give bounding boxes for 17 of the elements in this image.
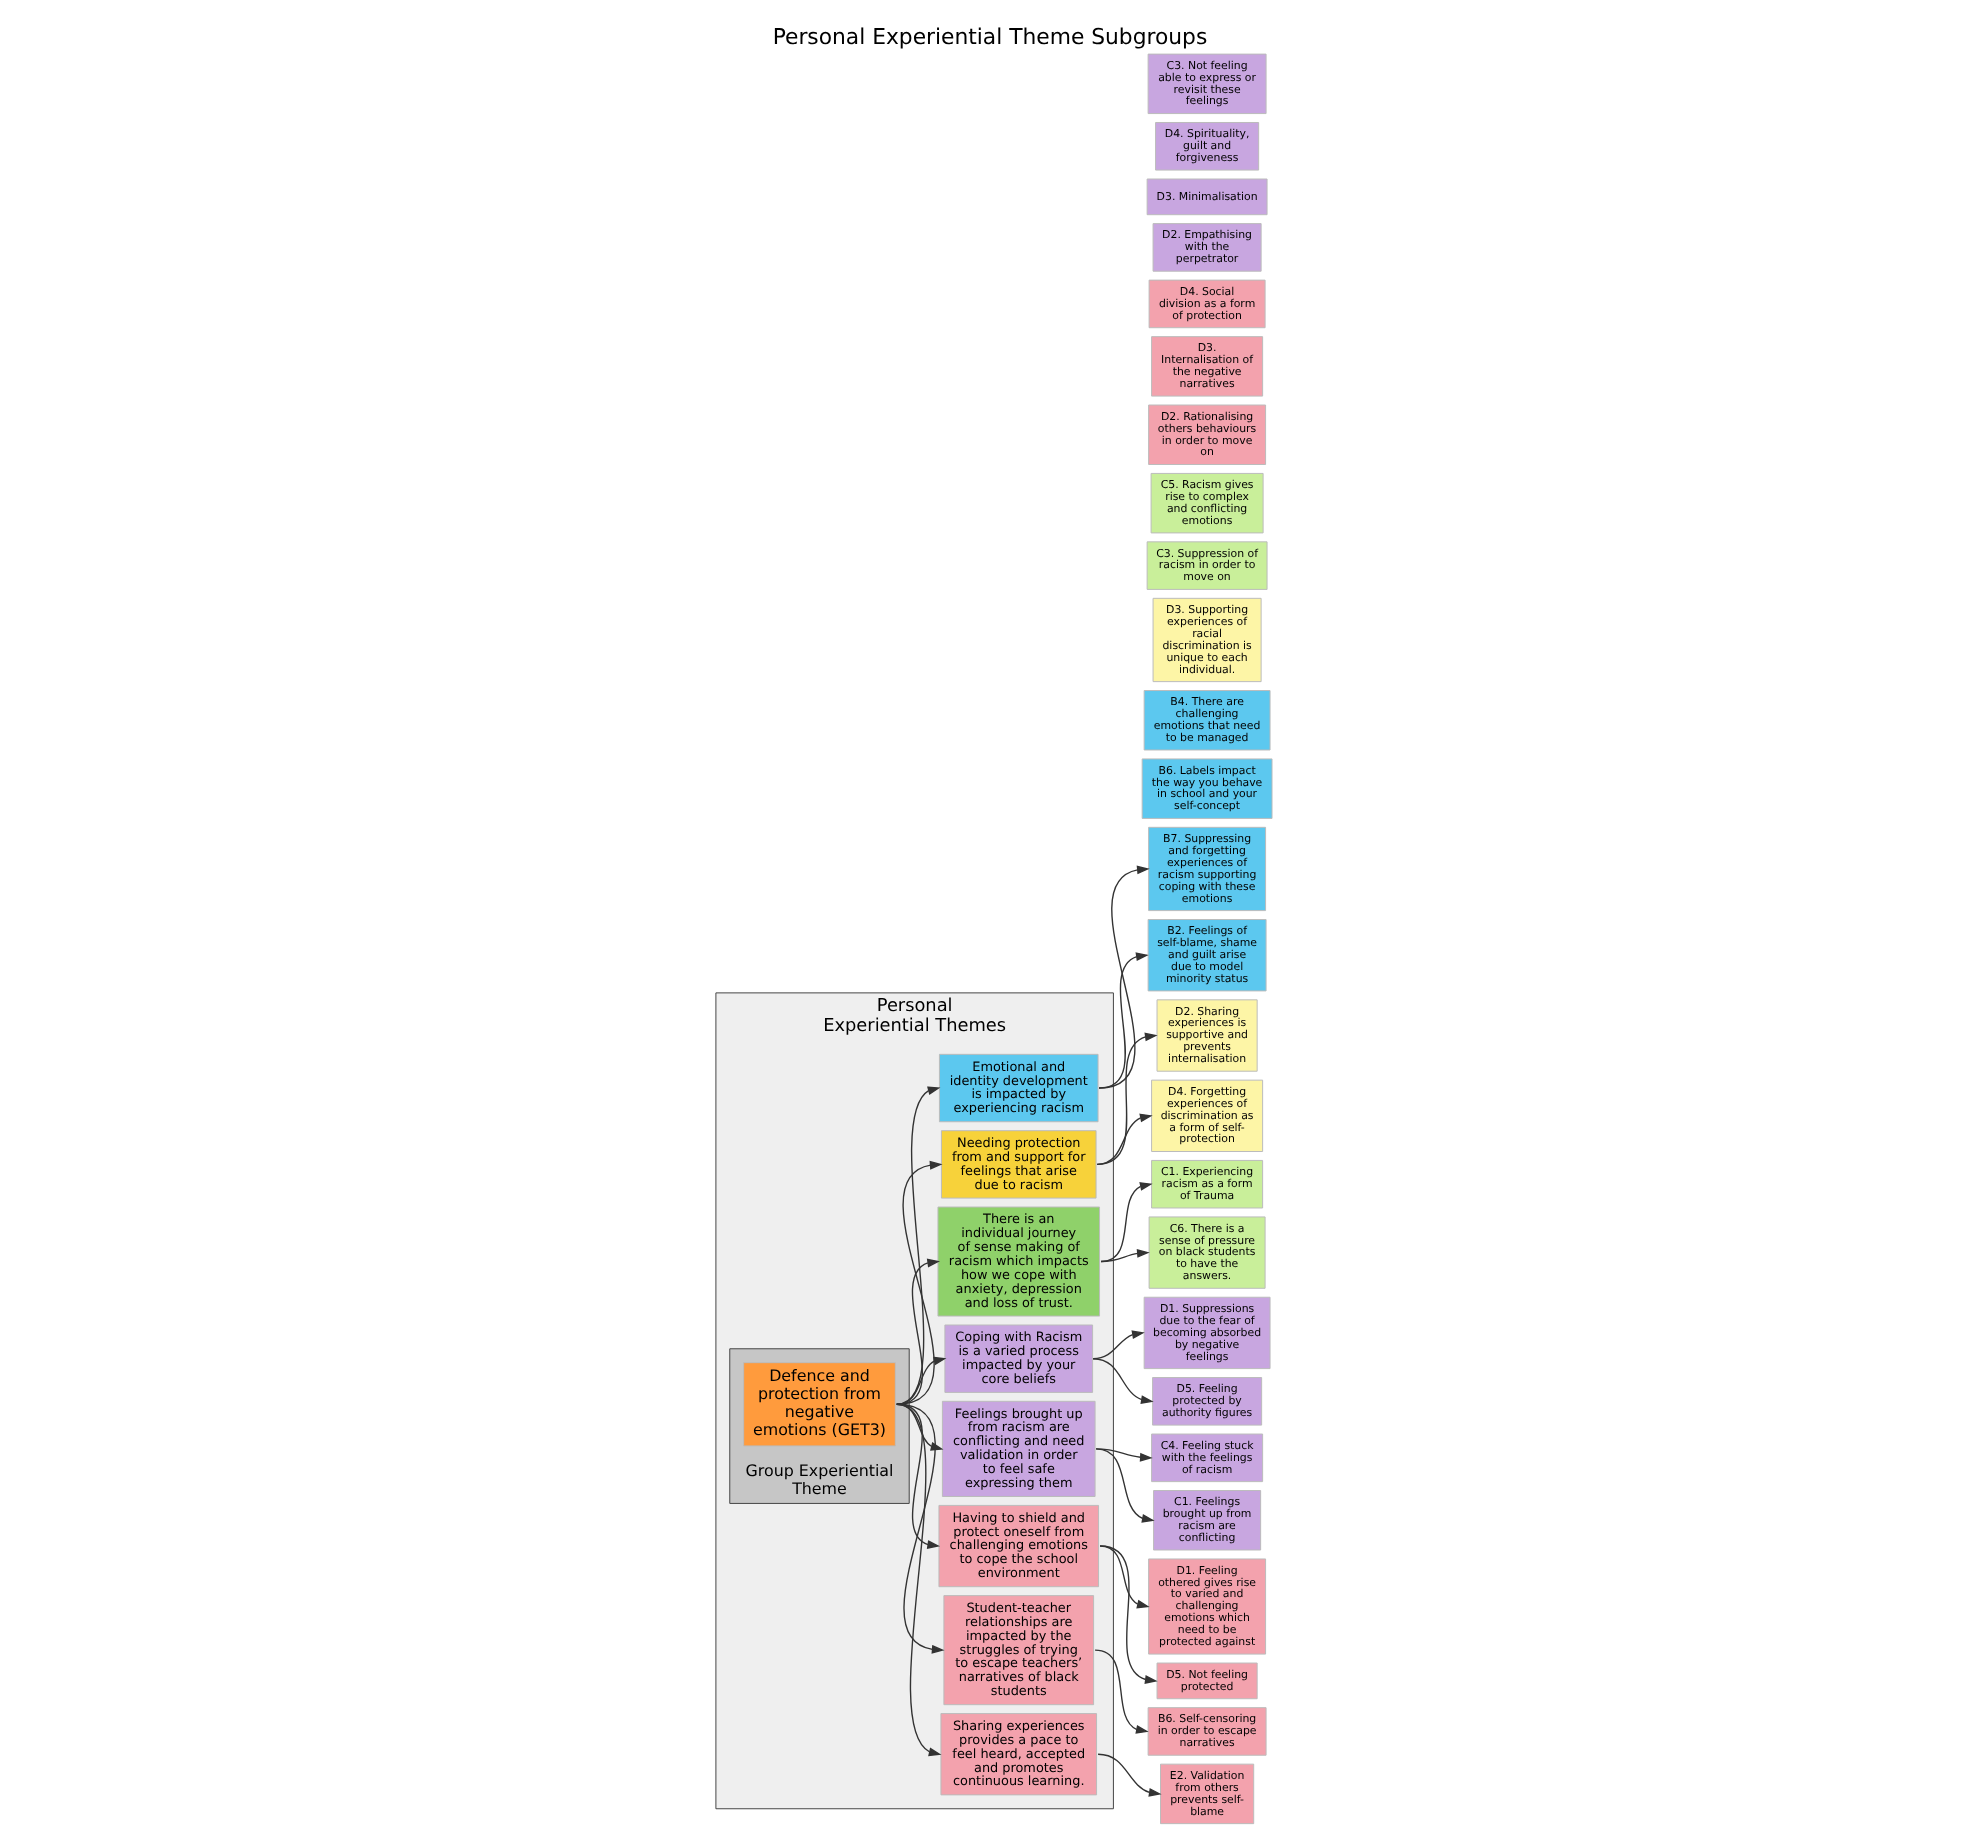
arrow [1098,1545,1157,1684]
arrow [895,1258,940,1405]
arrow [895,1356,946,1405]
diagram-title: Personal Experiential Theme Subgroups [771,23,1207,50]
arrow [1099,1249,1149,1263]
arrow [895,1160,942,1405]
arrow [1091,1358,1153,1404]
arrow [1097,952,1148,1089]
arrow [1094,1448,1154,1523]
arrow [1095,1113,1152,1166]
arrow [1093,1649,1148,1734]
arrow [1094,1448,1152,1462]
arrow [895,1086,940,1405]
arrow [1095,1032,1157,1166]
arrow [1099,1182,1152,1263]
arrow [1097,865,1149,1089]
arrow [1096,1753,1161,1797]
